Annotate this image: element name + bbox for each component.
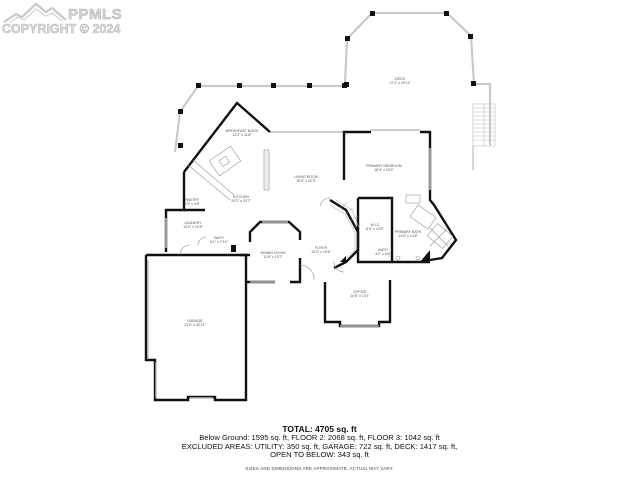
room-dims: 16'3" x 20'3" (296, 179, 316, 184)
room-name: GARAGE (187, 319, 203, 323)
total-area: TOTAL: 4705 sq. ft (282, 424, 357, 434)
room-name: PRIMARY BEDROOM (366, 164, 402, 168)
kitchen-fixtures (187, 145, 270, 201)
room-dims: 13'0" x 10'8" (183, 225, 203, 230)
mountain-logo-icon (3, 2, 67, 23)
area-summary: TOTAL: 4705 sq. ft Below Ground: 1595 sq… (0, 425, 639, 471)
windows (165, 148, 431, 327)
room-name: BATH (214, 236, 224, 240)
room-dims: 11'8" x 13'7" (263, 255, 283, 260)
deck-railing (173, 11, 492, 153)
room-laundry: LAUNDRY 13'0" x 10'8" (183, 221, 203, 229)
deck-stairs (472, 103, 496, 147)
room-half-bath: BATH 6'1" x 7'10" (210, 236, 228, 244)
room-kitchen: KITCHEN 20'2" x 23'7" (231, 195, 251, 203)
deck-posts (178, 11, 476, 148)
room-dims: 5'3" x 4'8" (184, 202, 200, 207)
room-living-room: LIVING ROOM 16'3" x 20'3" (294, 175, 318, 183)
room-dims: 14'6" x 13'8" (398, 234, 418, 239)
room-name: W.I.C (370, 223, 380, 227)
room-breakfast-nook: BREAKFAST NOOK 13'3" x 11'8" (226, 129, 259, 137)
room-dims: 8'3" x 13'6" (366, 227, 384, 232)
room-dims: 6'1" x 7'10" (210, 240, 228, 245)
room-name: DECK (394, 77, 405, 81)
room-foyer: FOYER 10'3" x 19'8" (311, 246, 331, 254)
excluded-areas: EXCLUDED AREAS: UTILITY: 350 sq. ft, GAR… (181, 441, 458, 451)
open-to-below: OPEN TO BELOW: 343 sq. ft (270, 450, 369, 460)
room-name: LAUNDRY (184, 221, 202, 225)
foyer-stairs (329, 199, 361, 259)
room-name: KITCHEN (233, 195, 249, 199)
door-swings (179, 197, 345, 281)
watermark-brand: PPMLS (68, 6, 123, 24)
room-dining-room: DINING ROOM 11'8" x 13'7" (261, 251, 286, 259)
room-name: BREAKFAST NOOK (225, 129, 259, 133)
room-deck: DECK 72'3" x 49'11" (389, 77, 410, 85)
room-pantry: PANTRY 5'3" x 4'8" (184, 198, 200, 206)
room-primary-bath: PRIMARY BATH 14'6" x 13'8" (395, 230, 422, 238)
ppmls-watermark: PPMLS COPYRIGHT © 2024 (2, 2, 132, 36)
watermark-copyright: COPYRIGHT © 2024 (2, 22, 121, 37)
room-dims: 14'8" x 14'1" (350, 294, 370, 299)
room-office: OFFICE 14'8" x 14'1" (350, 290, 370, 298)
room-name: DINING ROOM (260, 251, 286, 255)
room-dims: 13'3" x 11'8" (232, 133, 252, 138)
room-name: PRIMARY BATH (394, 230, 422, 234)
floor-areas: Below Ground: 1595 sq. ft, FLOOR 2: 2068… (199, 433, 440, 442)
disclaimer: SIZES AND DIMENSIONS ARE APPROXIMATE, AC… (245, 465, 394, 471)
room-name: BATH (378, 248, 388, 252)
house-walls (144, 101, 458, 402)
room-name: FOYER (314, 246, 328, 250)
room-dims: 23'5" x 32'11" (184, 323, 206, 328)
room-small-bath: BATH 4'1" x 6'4" (375, 248, 391, 256)
room-dims: 4'1" x 6'4" (375, 252, 391, 257)
room-garage: GARAGE 23'5" x 32'11" (184, 319, 205, 327)
room-primary-bedroom: PRIMARY BEDROOM 18'4" x 16'2" (366, 164, 402, 172)
room-name: LIVING ROOM (294, 175, 318, 179)
room-name: OFFICE (353, 290, 367, 294)
room-dims: 10'3" x 19'8" (311, 250, 331, 255)
room-name: PANTRY (184, 198, 200, 202)
room-wic: W.I.C 8'3" x 13'6" (366, 223, 384, 231)
room-dims: 72'3" x 49'11" (389, 81, 411, 86)
room-dims: 18'4" x 16'2" (374, 168, 394, 173)
room-dims: 20'2" x 23'7" (231, 199, 251, 204)
bath-fixtures (395, 194, 454, 261)
